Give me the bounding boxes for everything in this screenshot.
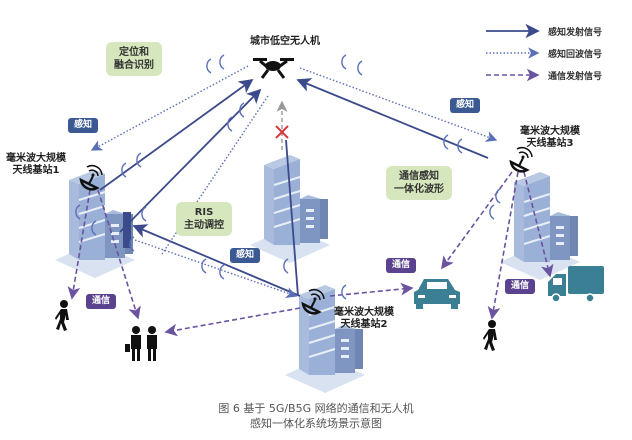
bs2-up [285, 139, 299, 297]
positioning-fusion-box: 定位和 融合识别 [106, 42, 162, 76]
pedestrian-icon [55, 300, 69, 331]
communication-tag: 通信 [505, 279, 536, 294]
bs3-to-walker [487, 171, 519, 320]
positioning-line2: 融合识别 [114, 60, 154, 71]
ris-line1: RIS [194, 207, 214, 218]
communication-tag: 通信 [386, 258, 417, 273]
drone-label: 城市低空无人机 [250, 36, 320, 47]
isac-line1: 通信感知 [399, 171, 439, 182]
ris-control-box: RIS 主动调控 [176, 202, 232, 236]
legend-swatches [486, 23, 540, 82]
pedestrian-pair-icon [125, 326, 157, 361]
ris-panel [123, 212, 131, 248]
bs3-label-line1: 毫米波大规模 [520, 126, 580, 137]
truck-icon [548, 266, 604, 303]
isac-line2: 一体化波形 [394, 184, 444, 195]
isac-waveform-box: 通信感知 一体化波形 [386, 166, 452, 200]
legend-label: 通信发射信号 [548, 72, 603, 82]
sensing-tag: 感知 [450, 98, 481, 113]
communication-tag: 通信 [86, 294, 117, 309]
bs1-label-line1: 毫米波大规模 [6, 153, 66, 164]
ris-to-bs2-echo [134, 239, 298, 299]
bs2-to-car [329, 282, 414, 297]
pedestrian-icon [483, 320, 497, 351]
legend-label: 感知回波信号 [548, 50, 603, 60]
building-center [249, 154, 331, 264]
car-icon [414, 279, 460, 309]
bs2-to-ris [132, 224, 301, 297]
figure-caption-line2: 感知一体化系统场景示意图 [250, 417, 382, 430]
ris-line2: 主动调控 [184, 220, 224, 231]
bs3-to-car [441, 171, 513, 270]
sensing-tag: 感知 [68, 118, 99, 133]
sensing-transmit-lines [99, 78, 489, 297]
blocked-x-icon [275, 125, 289, 139]
bs3-to-drone [296, 78, 489, 159]
bs1-to-drone [99, 78, 254, 191]
bs1-label: 毫米波大规模 天线基站1 [6, 153, 66, 177]
bs2-label-line2: 天线基站2 [340, 319, 388, 330]
bs1-label-line2: 天线基站1 [12, 165, 60, 176]
building-bs3 [499, 171, 581, 281]
bs1-to-pair [97, 189, 141, 320]
positioning-line1: 定位和 [119, 47, 149, 58]
bs3-antenna-icon [509, 146, 534, 173]
drone-to-bs1-echo [90, 65, 249, 151]
drone-icon [253, 58, 294, 79]
bs1-to-walker [67, 189, 91, 300]
legend-label: 感知发射信号 [548, 28, 603, 38]
bs3-label: 毫米波大规模 天线基站3 [520, 126, 580, 150]
bs3-to-truck [523, 171, 554, 278]
bs2-label-line1: 毫米波大规模 [334, 307, 394, 318]
bs2-to-pair [164, 307, 301, 337]
figure-caption-line1: 图 6 基于 5G/B5G 网络的通信和无人机 [218, 402, 414, 415]
communication-lines [67, 171, 554, 337]
sensing-tag: 感知 [230, 248, 261, 263]
bs2-label: 毫米波大规模 天线基站2 [334, 307, 394, 331]
bs3-label-line2: 天线基站3 [526, 138, 574, 149]
building-bs2 [284, 284, 366, 394]
